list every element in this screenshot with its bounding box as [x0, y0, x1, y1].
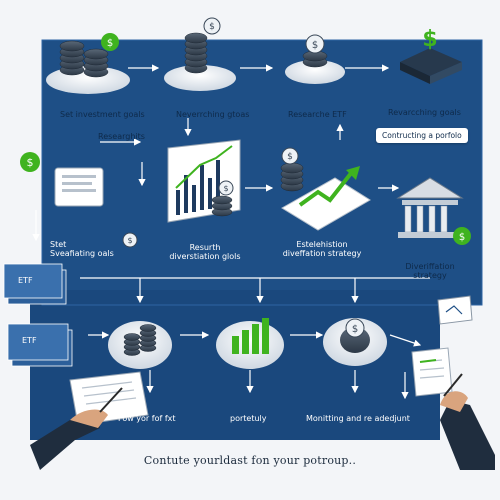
- dollar-coin-icon: $: [323, 318, 387, 366]
- label-stet: Stet Sveafiating oals: [50, 240, 114, 259]
- dollar-coin-icon: $: [101, 33, 119, 51]
- svg-text:$: $: [352, 324, 358, 335]
- panel-edge: [41, 39, 483, 306]
- coin-stack-icon: [108, 321, 172, 369]
- coin-stack-icon: $: [285, 34, 345, 84]
- label-fow: Fow yor fof fxt: [118, 414, 176, 423]
- label-constructing: Contructing a porfolo: [376, 128, 468, 143]
- svg-text:$: $: [209, 22, 215, 32]
- label-research-etf: Researche ETF: [288, 110, 347, 119]
- etf-label: ETF: [18, 276, 33, 285]
- label-diverf: Diveriffation strategy: [405, 262, 455, 281]
- label-revarching: Revarcching goals: [388, 108, 461, 117]
- document-icon: [3, 263, 73, 367]
- svg-text:$: $: [107, 38, 113, 49]
- bar-chart-icon: $: [167, 139, 241, 223]
- footer-caption: Contute yourldast fon your potroup..: [143, 454, 357, 467]
- label-nevrerching: Neverrching gtoas: [176, 110, 250, 119]
- label-estelish: Estelehistion diveffation strategy: [282, 240, 362, 259]
- bar-chart-icon: [216, 318, 284, 369]
- svg-text:$: $: [312, 40, 318, 51]
- trend-arrow-icon: $: [280, 147, 371, 231]
- label-monitting: Monitting and re adedjunt: [306, 414, 410, 423]
- coin-stack-icon: [46, 40, 130, 94]
- svg-text:$: $: [287, 152, 293, 162]
- flow-arrow: [389, 334, 422, 347]
- svg-text:$: $: [422, 27, 437, 52]
- svg-text:$: $: [27, 156, 34, 169]
- coin-stack-icon: $: [164, 17, 236, 91]
- hand-pen-icon: [30, 371, 149, 470]
- document-icon: $ $: [20, 152, 138, 248]
- label-portetuly: portetuly: [230, 414, 267, 423]
- svg-text:$: $: [127, 236, 132, 245]
- hand-pen-icon: [411, 347, 495, 470]
- connector-lines: [32, 64, 430, 400]
- etf-label: ETF: [22, 336, 37, 345]
- label-resurth: Resurth diverstiation glols: [169, 243, 241, 262]
- bank-building-icon: $: [396, 177, 471, 245]
- svg-text:$: $: [223, 184, 228, 193]
- svg-text:$: $: [459, 232, 465, 243]
- document-icon: [437, 295, 473, 325]
- dollar-coin-icon: $: [400, 27, 462, 84]
- label-researching: Researghits: [98, 132, 145, 141]
- label-set-goals: Set investment goals: [60, 110, 145, 119]
